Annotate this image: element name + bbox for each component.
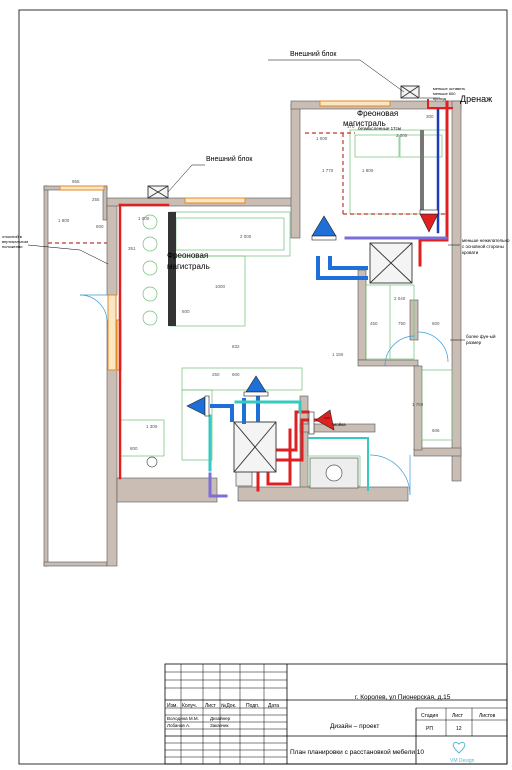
tb-role2: Заказчик xyxy=(210,723,229,728)
tb-col-izm: Изм. xyxy=(167,703,178,709)
dim: 2 040 xyxy=(394,296,406,301)
title-block xyxy=(164,663,508,765)
dim: 351 xyxy=(128,246,136,251)
leader-lines xyxy=(27,59,465,419)
note-keep-distance-1: меньше оставить xyxy=(433,86,465,91)
dim: 170 xyxy=(347,124,355,129)
dimension-labels: 955 255 300 1 000 2 000 1 770 1 800 1 00… xyxy=(58,114,440,451)
walls xyxy=(43,100,462,567)
label-outdoor-unit-left: Внешний блок xyxy=(206,155,253,163)
dim: 2 000 xyxy=(240,234,252,239)
bathroom-fixtures xyxy=(146,456,359,489)
dim: 1 770 xyxy=(322,168,334,173)
dim: 255 xyxy=(92,197,100,202)
tb-col-koluch: Колуч. xyxy=(182,703,197,709)
note-sink: мойка xyxy=(333,421,346,427)
tb-sheet-header: Лист xyxy=(452,713,464,719)
dim: 1 800 xyxy=(58,218,70,223)
note-left-1: откосной в xyxy=(2,234,22,239)
title-block-text: Изм. Колуч. Лист №Док. Подп. Дата Володи… xyxy=(167,694,496,764)
tb-drawing-title: План планировки с расстановкой мебели 10 xyxy=(290,748,424,756)
note-keep-distance-3: проход xyxy=(433,96,447,101)
dim: 250 xyxy=(212,372,220,377)
dim: 600 xyxy=(232,372,240,377)
tb-project: Дизайн – проект xyxy=(330,722,379,730)
dim: 1000 xyxy=(215,284,226,289)
label-freon-left-2: магистраль xyxy=(167,262,210,271)
note-keep-distance-2: меньше 600 xyxy=(433,91,456,96)
note-bed-side-3: кровати xyxy=(462,250,479,255)
dim: 606 xyxy=(432,428,440,433)
dim: 1 780 xyxy=(412,402,424,407)
doors xyxy=(79,294,449,496)
indoor-units xyxy=(147,85,420,473)
tb-sheets-header: Листов xyxy=(479,713,496,719)
dim: 600 xyxy=(432,321,440,326)
freon-lines xyxy=(118,99,453,498)
tb-sheet: 12 xyxy=(456,726,462,732)
label-freon-top-2: магистраль xyxy=(343,119,386,128)
airflow-arrows xyxy=(186,209,439,435)
logo-icon xyxy=(452,741,466,754)
dim: 600 xyxy=(96,224,104,229)
dim: 600 xyxy=(182,309,190,314)
note-bed-side-2: с основной стороны xyxy=(462,243,504,249)
dim: 1 300 xyxy=(146,424,158,429)
dim: 450 xyxy=(370,321,378,326)
note-ceiling: безмысленные 17см xyxy=(358,126,401,131)
dim: 832 xyxy=(232,344,240,349)
note-more-funct-1: более фун-ый xyxy=(466,333,496,339)
label-drain: Дренаж xyxy=(460,94,492,104)
tb-col-list: Лист xyxy=(205,703,217,709)
dim: 300 xyxy=(426,114,434,119)
label-freon-top-1: Фреоновая xyxy=(357,109,398,118)
note-left-3: положении xyxy=(2,244,22,249)
tb-col-data: Дата xyxy=(268,703,279,709)
note-bed-side-1: меньше нежелательно xyxy=(462,238,510,243)
tb-address: г. Королев, ул Пионерская, д.15 xyxy=(355,694,451,701)
label-freon-left-1: Фреоновая xyxy=(167,251,208,260)
dim: 2 000 xyxy=(396,133,408,138)
label-outdoor-unit-top: Внешний блок xyxy=(290,50,337,58)
dim: 955 xyxy=(72,179,80,184)
dim: 750 xyxy=(398,321,406,326)
note-left-2: вертикальном xyxy=(2,239,28,244)
tb-person2: Лобанов А. xyxy=(167,723,190,728)
tb-col-ndok: №Док. xyxy=(221,703,236,709)
dim: 800 xyxy=(130,446,138,451)
tb-stage-header: Стадия xyxy=(421,713,438,719)
plan-labels: Внешний блок Внешний блок Дренаж Фреонов… xyxy=(2,50,510,427)
dim: 1 000 xyxy=(316,136,328,141)
dark-furniture xyxy=(168,130,424,326)
tb-stage: РП xyxy=(426,726,433,732)
tb-person1: Володина М.М. xyxy=(167,716,199,721)
dim: 1 800 xyxy=(362,168,374,173)
tb-logo-text: VM Design xyxy=(450,758,475,764)
tb-role1: Дизайнер xyxy=(210,715,231,721)
note-more-funct-2: размер xyxy=(466,340,482,345)
tb-col-podp: Подп. xyxy=(246,703,259,709)
dim: 1 150 xyxy=(332,352,344,357)
dim: 1 000 xyxy=(138,216,150,221)
